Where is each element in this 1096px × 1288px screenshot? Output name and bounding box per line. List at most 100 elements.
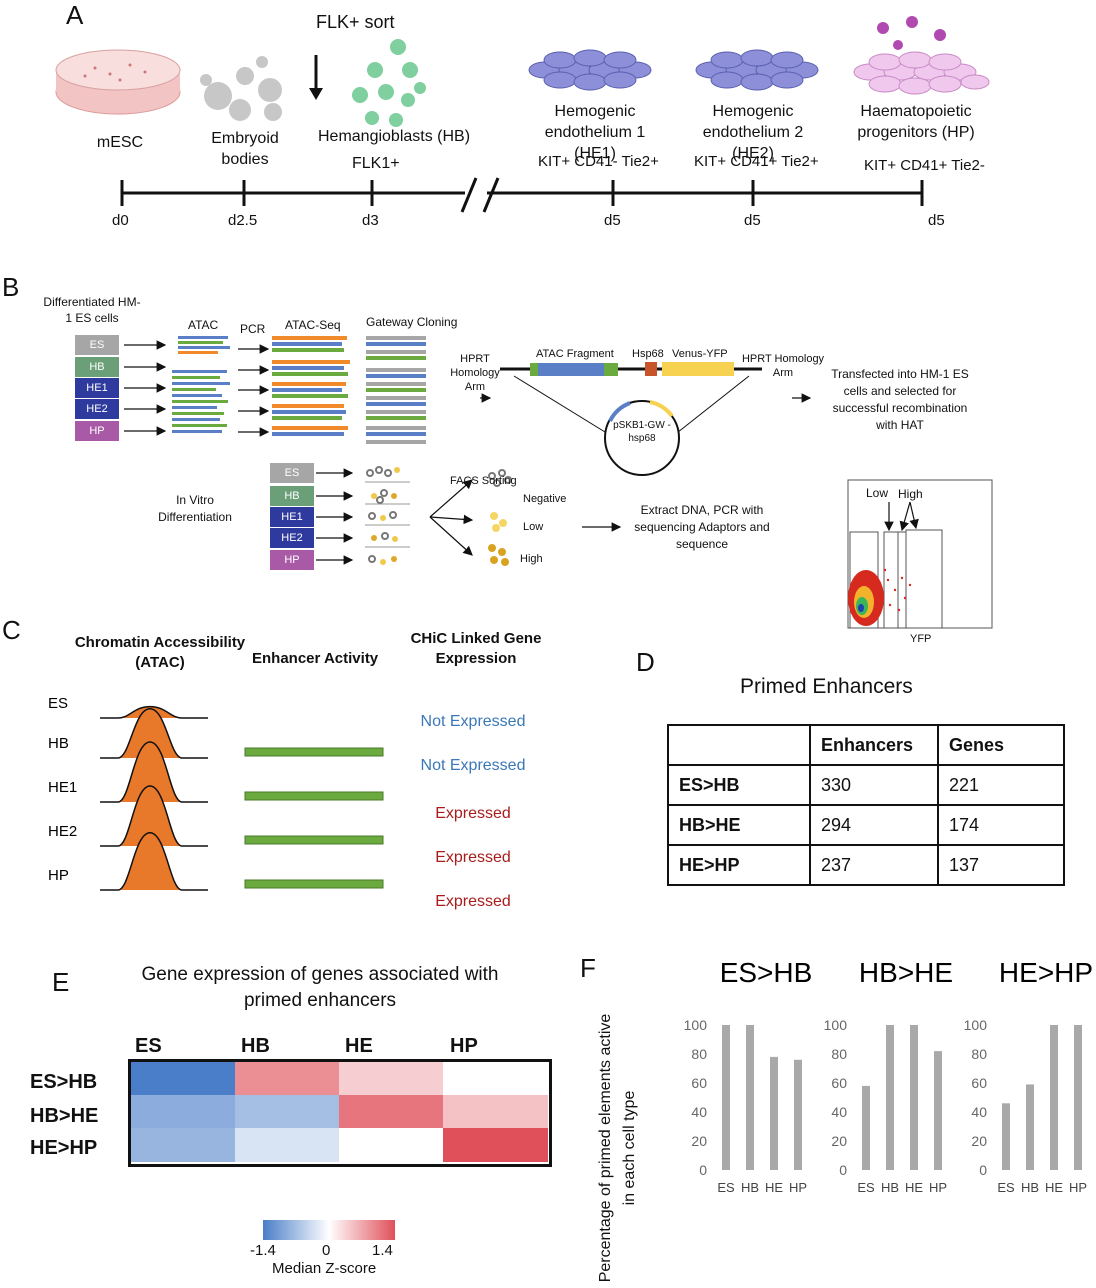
gateway-label: Gateway Cloning — [366, 315, 458, 329]
primed-enhancers-title: Primed Enhancers — [740, 675, 913, 698]
bar-chart-ytick: 100 — [964, 1017, 988, 1033]
bar-chart-ytick: 20 — [971, 1133, 987, 1149]
bar — [1074, 1025, 1082, 1170]
stage-markers: KIT+ CD41+ Tie2+ — [694, 153, 819, 170]
diff-cells-label: Differentiated HM-1 ES cells — [43, 295, 141, 325]
atac-label: ATAC — [188, 318, 219, 332]
bar — [794, 1059, 802, 1170]
colorbar-mid: 0 — [322, 1242, 331, 1259]
he1-cells-icon — [528, 49, 652, 91]
heatmap-cell — [131, 1062, 236, 1096]
facs-xlabel: YFP — [910, 633, 932, 645]
hprt-left-label: HPRT Homology Arm — [450, 353, 500, 393]
cell-tag-he1: HE1 — [75, 378, 119, 398]
expression-status: Not Expressed — [421, 713, 526, 730]
col-enhancer-header: Enhancer Activity — [252, 650, 379, 667]
heatmap-title: Gene expression of genes associated with… — [141, 964, 499, 1011]
heatmap-cell — [235, 1095, 340, 1129]
in-vitro-label: In Vitro Differentiation — [158, 493, 232, 524]
atac-seq-fragments — [272, 336, 350, 436]
panel-a-graphics — [55, 16, 990, 213]
day-label: d5 — [928, 212, 945, 229]
bar-chart-ytick: 100 — [684, 1017, 708, 1033]
heatmap-cell — [443, 1128, 548, 1162]
cell-tag-he2: HE2 — [75, 399, 119, 419]
table-cell — [667, 724, 811, 766]
facs-low-label: Low — [866, 486, 889, 500]
expression-status: Expressed — [435, 805, 511, 822]
cell-type-label: HB — [48, 735, 69, 752]
table-row-label: ES>HB — [667, 764, 811, 806]
bar-chart-category: HB — [741, 1180, 759, 1195]
table-header: Enhancers — [809, 724, 939, 766]
panel-b-letter: B — [2, 272, 20, 302]
atac-peak — [100, 831, 208, 891]
extract-dna-label: Extract DNA, PCR with sequencing Adaptor… — [634, 503, 770, 551]
bar-chart-category: HP — [789, 1180, 807, 1195]
enhancer-activity-bar — [244, 747, 384, 757]
bar-charts-ylabel: Percentage of primed elements active in … — [597, 1013, 638, 1283]
heatmap-colorbar — [263, 1220, 395, 1240]
atac-peak — [100, 741, 208, 803]
stage-markers: KIT+ CD41+ Tie2- — [864, 157, 985, 174]
venus-label: Venus-YFP — [672, 348, 728, 360]
cell-tag-he1-2: HE1 — [270, 507, 314, 527]
col-expression-header: CHiC Linked Gene Expression — [410, 630, 542, 667]
table-row-label: HE>HP — [667, 844, 811, 886]
col-chromatin-header: Chromatin Accessibility (ATAC) — [74, 634, 246, 671]
panel-a-letter: A — [66, 0, 84, 30]
hsp68-label: Hsp68 — [632, 348, 664, 360]
cell-tag-hp: HP — [75, 421, 119, 441]
bar-chart-category: HE — [1045, 1180, 1063, 1195]
heatmap-cell — [443, 1095, 548, 1129]
plasmid-label: pSKB1-GW -hsp68 — [613, 420, 671, 444]
heatmap-col-label: HE — [345, 1035, 373, 1057]
heatmap-cell — [235, 1128, 340, 1162]
stage-name: Embryoid bodies — [211, 130, 279, 168]
enhancer-activity-bar — [244, 835, 384, 845]
bar-chart-ytick: 100 — [824, 1017, 848, 1033]
stage-markers: FLK1+ — [352, 155, 400, 172]
bar-chart-category: HB — [1021, 1180, 1039, 1195]
heatmap-border — [128, 1059, 552, 1167]
table-row-label: HB>HE — [667, 804, 811, 846]
table-header: Genes — [937, 724, 1065, 766]
stage-name: Hemogenic endothelium 1 (HE1) — [544, 103, 646, 162]
he2-cells-icon — [695, 49, 819, 91]
cell-tag-es: ES — [75, 335, 119, 355]
construct-diagram — [500, 362, 762, 476]
bar-chart-category: ES — [857, 1180, 875, 1195]
bar — [1026, 1084, 1034, 1170]
expression-status: Not Expressed — [421, 757, 526, 774]
table-cell: 221 — [937, 764, 1065, 806]
low-label: Low — [523, 521, 544, 533]
bar-chart-ytick: 60 — [691, 1075, 707, 1091]
bar-chart-ytick: 80 — [971, 1046, 987, 1062]
day-label: d5 — [604, 212, 621, 229]
transfected-label: Transfected into HM-1 ES cells and selec… — [831, 367, 969, 432]
bar-chart-ytick: 0 — [839, 1162, 847, 1178]
panel-b-graphics — [124, 336, 993, 629]
bar — [934, 1051, 942, 1170]
panel-c-letter: C — [2, 615, 21, 645]
cell-tag-hp-2: HP — [270, 550, 314, 570]
cell-tag-es-2: ES — [270, 463, 314, 483]
heatmap-cell — [131, 1095, 236, 1129]
primed-enhancers-table: Enhancers Genes ES>HB 330 221 HB>HE 294 … — [667, 724, 1065, 886]
heatmap-row-label: HE>HP — [30, 1137, 98, 1159]
table-cell: 294 — [809, 804, 939, 846]
bar-chart-category: HE — [765, 1180, 783, 1195]
bar-chart-ytick: 20 — [691, 1133, 707, 1149]
facs-high-label: High — [898, 487, 923, 501]
bar — [910, 1025, 918, 1170]
bar-chart-ytick: 40 — [691, 1104, 707, 1120]
cell-type-label: HE1 — [48, 779, 77, 796]
heatmap-cell — [235, 1062, 340, 1096]
negative-label: Negative — [523, 493, 567, 505]
pcr-label: PCR — [240, 322, 266, 336]
hp-cells-icon — [853, 16, 990, 95]
bar-chart-title: HE>HP — [999, 957, 1093, 988]
panel-d-letter: D — [636, 647, 655, 677]
cell-type-label: ES — [48, 695, 68, 712]
